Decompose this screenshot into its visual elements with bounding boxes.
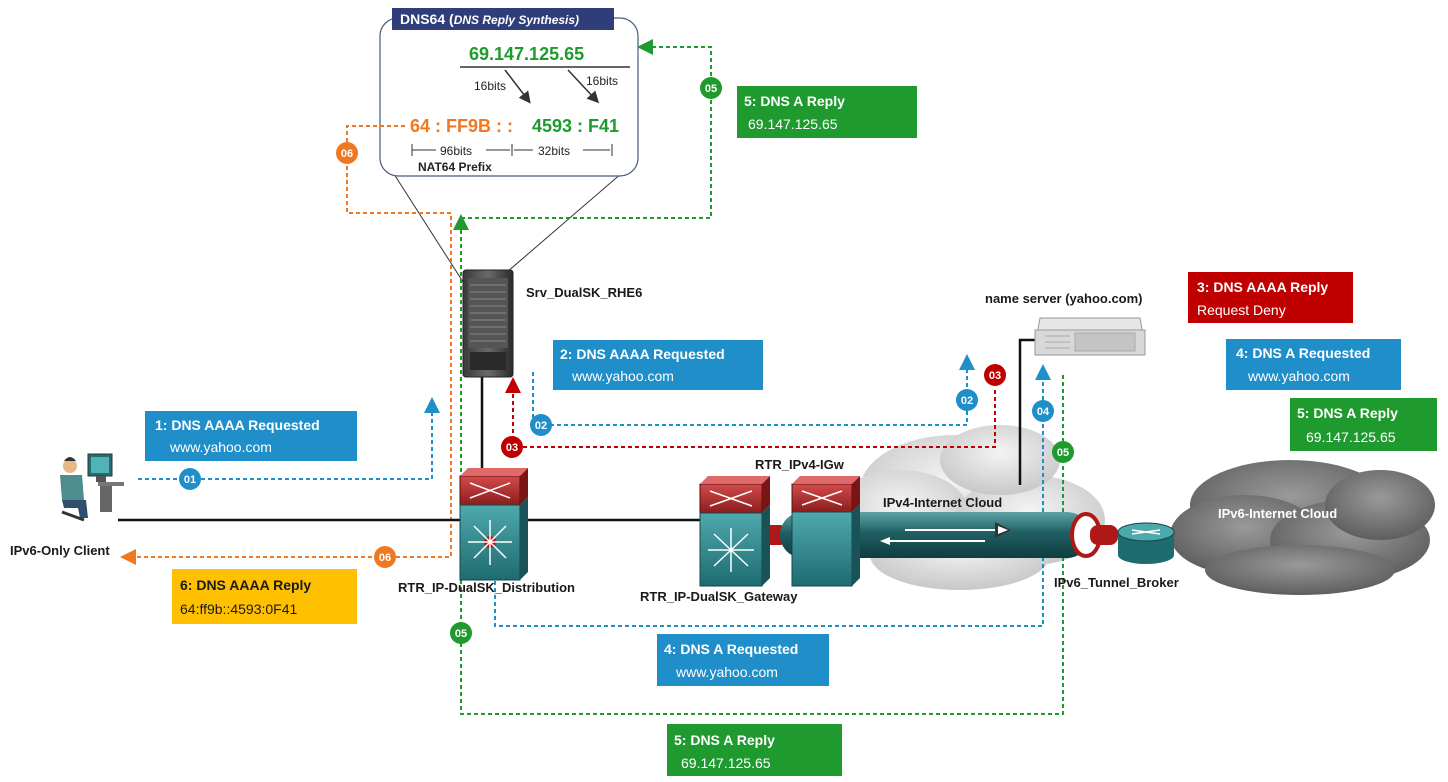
msg-5-a-reply-right: 5: DNS A Reply 69.147.125.65 <box>1290 398 1437 451</box>
name-server[interactable] <box>1034 317 1146 356</box>
svg-text:4: DNS A Requested: 4: DNS A Requested <box>664 641 798 657</box>
svg-text:www.yahoo.com: www.yahoo.com <box>1247 368 1350 384</box>
link-nameserver <box>1018 338 1040 485</box>
msg-4-a-requested-right: 4: DNS A Requested www.yahoo.com <box>1226 339 1401 390</box>
dns64-title: DNS64 (DNS Reply Synthesis) <box>400 11 579 27</box>
badge-03-right: 03 <box>984 364 1006 386</box>
length-32: 32bits <box>538 144 570 158</box>
distribution-router[interactable] <box>459 468 528 581</box>
server-label: Srv_DualSK_RHE6 <box>526 285 642 300</box>
svg-text:www.yahoo.com: www.yahoo.com <box>571 368 674 384</box>
badge-01: 01 <box>179 468 201 490</box>
svg-text:64:ff9b::4593:0F41: 64:ff9b::4593:0F41 <box>180 601 297 617</box>
msg-5-a-reply-bottom: 5: DNS A Reply 69.147.125.65 <box>667 724 842 776</box>
badge-04: 04 <box>1032 400 1054 422</box>
badge-05-bottom: 05 <box>450 622 472 644</box>
msg-5-a-reply-top: 5: DNS A Reply 69.147.125.65 <box>737 86 917 138</box>
ipv4-address: 69.147.125.65 <box>469 44 584 64</box>
svg-text:5: DNS A Reply: 5: DNS A Reply <box>1297 405 1398 421</box>
msg-1-aaaa-requested: 1: DNS AAAA Requested www.yahoo.com <box>145 411 357 461</box>
svg-text:Request Deny: Request Deny <box>1197 302 1286 318</box>
svg-text:2: DNS AAAA Requested: 2: DNS AAAA Requested <box>560 346 725 362</box>
svg-text:69.147.125.65: 69.147.125.65 <box>1306 429 1396 445</box>
svg-text:5: DNS A Reply: 5: DNS A Reply <box>674 732 775 748</box>
msg-2-aaaa-requested: 2: DNS AAAA Requested www.yahoo.com <box>553 340 763 390</box>
svg-text:05: 05 <box>455 628 467 640</box>
dns64-server[interactable] <box>462 269 514 378</box>
badge-05-right: 05 <box>1052 441 1074 463</box>
svg-text:1: DNS AAAA Requested: 1: DNS AAAA Requested <box>155 417 320 433</box>
distribution-label: RTR_IP-DualSK_Distribution <box>398 580 575 595</box>
svg-text:03: 03 <box>989 370 1001 382</box>
flow-01-aaaa-request <box>138 397 440 480</box>
tunnel-broker-router[interactable] <box>1117 522 1175 564</box>
client-label: IPv6-Only Client <box>10 543 110 558</box>
svg-text:05: 05 <box>705 83 717 95</box>
ipv6-client[interactable] <box>60 453 124 522</box>
embedded-ipv4-value: 4593 : F41 <box>532 116 619 136</box>
svg-text:69.147.125.65: 69.147.125.65 <box>748 116 838 132</box>
svg-text:02: 02 <box>535 420 547 432</box>
badge-03-left: 03 <box>501 436 523 458</box>
length-96: 96bits <box>440 144 472 158</box>
svg-text:6: DNS AAAA Reply: 6: DNS AAAA Reply <box>180 577 311 593</box>
ipv4-cloud-label: IPv4-Internet Cloud <box>883 495 1002 510</box>
svg-text:06: 06 <box>341 148 353 160</box>
msg-6-aaaa-reply: 6: DNS AAAA Reply 64:ff9b::4593:0F41 <box>172 569 357 624</box>
badge-02-right: 02 <box>956 389 978 411</box>
badge-05-top: 05 <box>700 77 722 99</box>
gateway-label: RTR_IP-DualSK_Gateway <box>640 589 798 604</box>
nat64-prefix-value: 64 : FF9B : : <box>410 116 513 136</box>
badge-06-bottom: 06 <box>374 546 396 568</box>
svg-text:www.yahoo.com: www.yahoo.com <box>675 664 778 680</box>
svg-text:02: 02 <box>961 395 973 407</box>
igw-label: RTR_IPv4-IGw <box>755 457 845 472</box>
flow-04-a-request <box>494 364 1051 627</box>
ipv6-internet-cloud <box>1170 460 1435 595</box>
svg-text:3: DNS AAAA Reply: 3: DNS AAAA Reply <box>1197 279 1328 295</box>
bits-label-a: 16bits <box>474 79 506 93</box>
svg-text:04: 04 <box>1037 406 1050 418</box>
flow-06-aaaa-reply <box>120 125 452 565</box>
svg-text:5: DNS A Reply: 5: DNS A Reply <box>744 93 845 109</box>
dns64-callout: DNS64 (DNS Reply Synthesis) 69.147.125.6… <box>379 8 639 286</box>
igw-router[interactable] <box>791 476 860 587</box>
svg-text:www.yahoo.com: www.yahoo.com <box>169 439 272 455</box>
svg-text:69.147.125.65: 69.147.125.65 <box>681 755 771 771</box>
svg-text:05: 05 <box>1057 447 1069 459</box>
svg-text:06: 06 <box>379 552 391 564</box>
msg-3-aaaa-reply: 3: DNS AAAA Reply Request Deny <box>1188 272 1353 323</box>
svg-text:01: 01 <box>184 474 196 486</box>
svg-text:4: DNS A Requested: 4: DNS A Requested <box>1236 345 1370 361</box>
broker-label: IPv6_Tunnel_Broker <box>1054 575 1179 590</box>
flow-03-aaaa-deny <box>505 377 996 448</box>
gateway-router[interactable] <box>699 476 770 587</box>
nameserver-label: name server (yahoo.com) <box>985 291 1143 306</box>
msg-4-a-requested-bottom: 4: DNS A Requested www.yahoo.com <box>657 634 829 686</box>
badge-02-left: 02 <box>530 414 552 436</box>
badge-06-top: 06 <box>336 142 358 164</box>
nat64-prefix-label: NAT64 Prefix <box>418 160 492 174</box>
bits-label-b: 16bits <box>586 74 618 88</box>
ipv6-cloud-label: IPv6-Internet Cloud <box>1218 506 1337 521</box>
svg-text:03: 03 <box>506 442 518 454</box>
